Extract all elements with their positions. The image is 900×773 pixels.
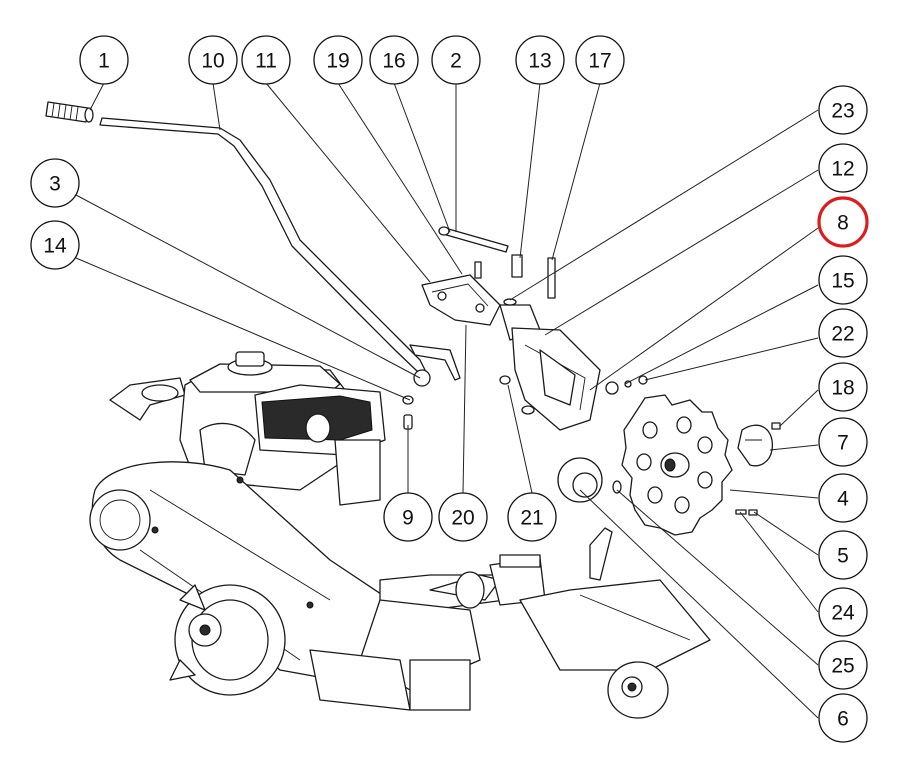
callout-number: 24	[831, 602, 855, 625]
callout-circle	[30, 220, 80, 270]
callout-number: 12	[831, 158, 854, 181]
callout-number: 22	[831, 323, 854, 346]
callout-9: 9	[383, 492, 433, 542]
callout-7: 7	[818, 417, 868, 467]
callout-circle	[818, 693, 868, 743]
tine-wheel	[169, 584, 286, 696]
callout-11: 11	[241, 35, 291, 85]
callout-3: 3	[30, 158, 80, 208]
callout-number: 8	[837, 212, 849, 235]
callout-22: 22	[818, 308, 868, 358]
callout-number: 1	[98, 50, 110, 73]
callout-circle	[241, 35, 291, 85]
callout-circle	[818, 255, 868, 305]
callout-4: 4	[818, 473, 868, 523]
callout-16: 16	[369, 35, 419, 85]
callout-24: 24	[818, 587, 868, 637]
callout-circle	[818, 85, 868, 135]
callout-number: 7	[837, 432, 849, 455]
callout-number: 10	[201, 50, 224, 73]
callout-circle	[818, 417, 868, 467]
callout-circle	[818, 473, 868, 523]
callout-circle	[188, 35, 238, 85]
drive-shaft	[309, 554, 546, 711]
callout-circle	[79, 35, 129, 85]
callout-number: 4	[837, 488, 849, 511]
callout-5: 5	[818, 530, 868, 580]
callout-6: 6	[818, 693, 868, 743]
hub-assembly	[557, 457, 622, 503]
callout-15: 15	[818, 255, 868, 305]
callout-circle	[313, 35, 363, 85]
callout-14: 14	[30, 220, 80, 270]
callout-circle	[383, 492, 433, 542]
callout-number: 18	[831, 377, 854, 400]
handle-brackets	[421, 226, 601, 431]
callout-number: 14	[43, 235, 67, 258]
rear-skid	[519, 527, 711, 719]
callout-number: 11	[255, 50, 277, 73]
callout-number: 2	[450, 50, 462, 73]
callout-8: 8	[817, 196, 869, 248]
callout-number: 20	[451, 507, 474, 530]
callout-1: 1	[79, 35, 129, 85]
callout-number: 6	[837, 708, 849, 731]
sprocket-wheel	[621, 394, 733, 536]
callout-19: 19	[313, 35, 363, 85]
callout-number: 23	[831, 100, 854, 123]
callout-circle	[507, 492, 557, 542]
callout-circle	[818, 308, 868, 358]
callout-21: 21	[507, 492, 557, 542]
callout-number: 21	[520, 507, 543, 530]
callout-10: 10	[188, 35, 238, 85]
callout-circle	[431, 35, 481, 85]
callout-circle	[818, 143, 868, 193]
callout-17: 17	[575, 35, 625, 85]
callout-25: 25	[818, 640, 868, 690]
callout-number: 15	[831, 270, 854, 293]
callout-circle	[818, 530, 868, 580]
handle-bar	[45, 101, 461, 381]
callout-number: 3	[49, 173, 61, 196]
callout-circle	[515, 35, 565, 85]
callout-circle	[369, 35, 419, 85]
leader-lines	[75, 82, 819, 719]
engine	[179, 351, 386, 506]
callout-12: 12	[818, 143, 868, 193]
callout-number: 13	[528, 50, 551, 73]
callout-circle	[575, 35, 625, 85]
callout-group: 1 10 11 19 16 2 13 17 23 12 8 15 22 18 7 4 5 24 25 6 3 14 9 20 2…	[30, 35, 869, 743]
callout-circle	[818, 587, 868, 637]
callout-number: 17	[588, 50, 611, 73]
callout-circle	[818, 640, 868, 690]
callout-23: 23	[818, 85, 868, 135]
callout-20: 20	[438, 492, 488, 542]
callout-number: 25	[831, 655, 854, 678]
callout-circle	[30, 158, 80, 208]
callout-number: 9	[402, 507, 414, 530]
cover-plate	[737, 422, 781, 467]
callout-circle-highlighted	[817, 196, 869, 248]
tiller-illustration	[45, 101, 781, 719]
callout-circle	[818, 362, 868, 412]
callout-number: 19	[326, 50, 349, 73]
callout-2: 2	[431, 35, 481, 85]
callout-number: 5	[837, 545, 849, 568]
callout-18: 18	[818, 362, 868, 412]
callout-13: 13	[515, 35, 565, 85]
callout-circle	[438, 492, 488, 542]
callout-number: 16	[382, 50, 405, 73]
